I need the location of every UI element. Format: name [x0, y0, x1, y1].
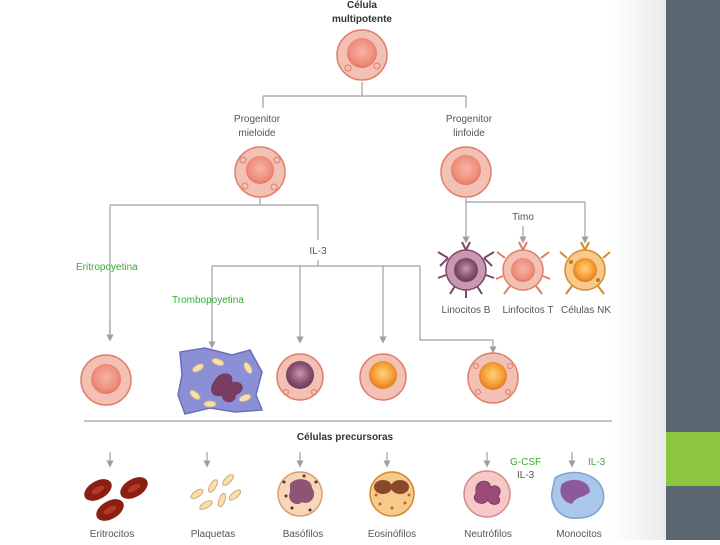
eosinophil-precursor-cell [359, 353, 407, 401]
side-panel-light [612, 0, 666, 540]
il3-neutrophil-label: IL-3 [517, 470, 535, 481]
hematopoiesis-diagram: Célula multipotente Progenitor mieloide … [76, 0, 612, 540]
megakaryocyte-cell [177, 347, 264, 415]
lymphocyte-b-cell [437, 241, 495, 298]
monocyte-cell [551, 471, 605, 519]
basophil-cell [277, 471, 323, 517]
bottom-label-plaquetas: Plaquetas [191, 529, 235, 540]
neutrophil-precursor-cell [467, 352, 519, 404]
il3-top-label: IL-3 [309, 246, 327, 257]
lymphoid-label-line1: Progenitor [446, 114, 493, 125]
diagram-canvas: Célula multipotente Progenitor mieloide … [76, 0, 612, 540]
trombopoyetina-label: Trombopoyetina [172, 295, 244, 306]
il3-monocyte-label: IL-3 [588, 457, 606, 468]
bottom-label-basofilos: Basófilos [283, 529, 324, 540]
eritropoyetina-label: Eritropoyetina [76, 262, 138, 273]
myeloid-progenitor-cell [234, 146, 286, 198]
bottom-label-eritrocitos: Eritrocitos [90, 529, 134, 540]
lymphoid-label-line2: linfoide [453, 128, 485, 139]
multipotent-label-line1: Célula [347, 0, 377, 11]
lymphoid-progenitor-cell [440, 146, 492, 198]
basophil-precursor-cell [276, 353, 324, 401]
bottom-label-neutrofilos: Neutrófilos [464, 529, 512, 540]
platelets [190, 474, 242, 510]
lymphocyte-t-cell [495, 241, 551, 295]
linfocitos-t-label: Linfocitos T [503, 305, 554, 316]
erythrocytes [84, 477, 148, 521]
erythrocyte-precursor-cell [80, 354, 132, 406]
gcsf-label: G-CSF [510, 457, 541, 468]
precursoras-label: Células precursoras [297, 432, 394, 443]
bottom-label-eosinofilos: Eosinófilos [368, 529, 416, 540]
celulas-nk-label: Células NK [561, 305, 611, 316]
bottom-label-monocitos: Monocitos [556, 529, 602, 540]
eosinophil-cell [369, 471, 415, 517]
neutrophil-cell [463, 470, 511, 518]
side-accent-square [666, 432, 720, 486]
myeloid-label-line2: mieloide [238, 128, 276, 139]
timo-label: Timo [512, 212, 534, 223]
multipotent-label-line2: multipotente [332, 14, 392, 25]
multipotent-cell [336, 29, 388, 81]
nk-cell [559, 241, 611, 295]
linfocitos-b-label: Linocitos B [442, 305, 491, 316]
myeloid-label-line1: Progenitor [234, 114, 281, 125]
